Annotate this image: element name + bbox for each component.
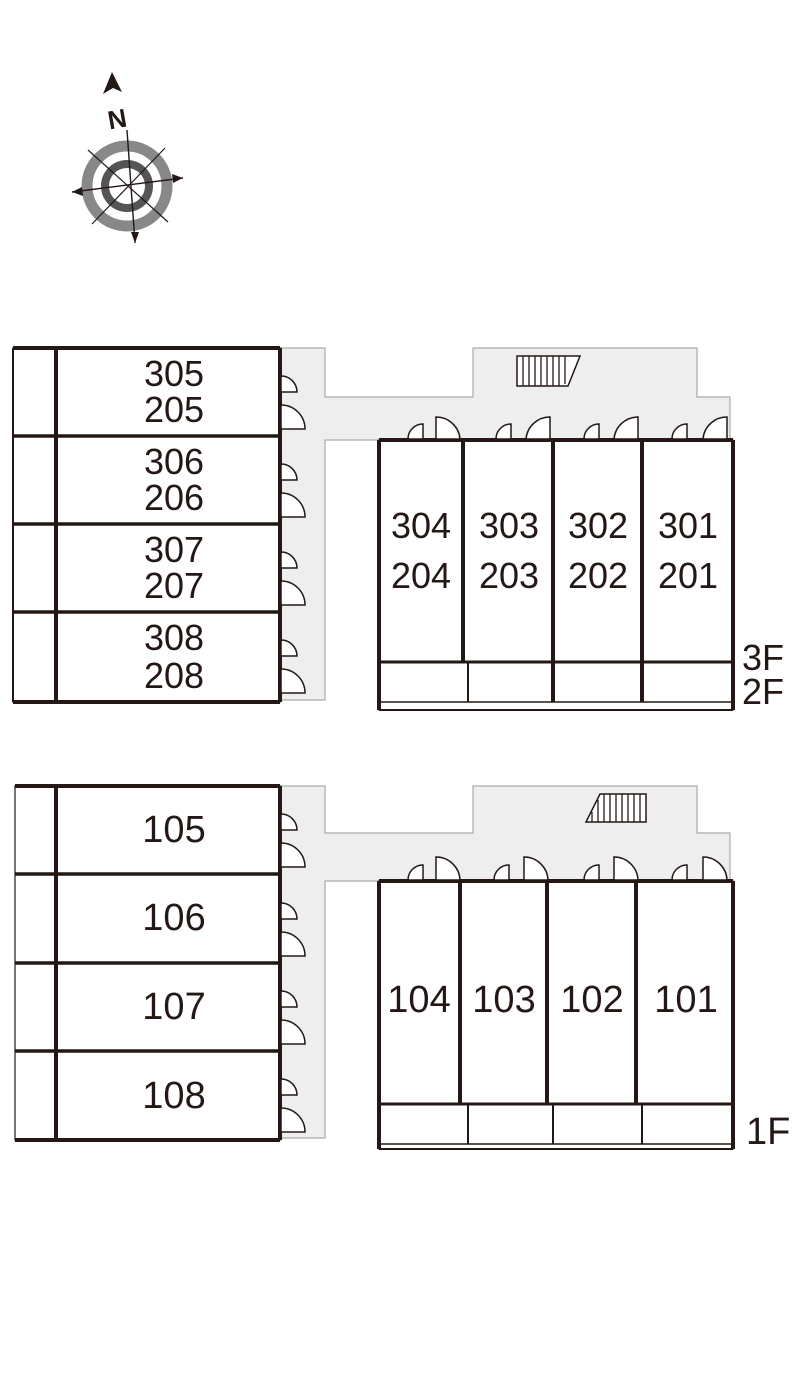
- stairs-icon: [516, 355, 582, 387]
- unit-label: 103: [472, 979, 535, 1021]
- unit-label: 306: [144, 441, 204, 482]
- floor-label-1f: 1F: [746, 1111, 790, 1153]
- unit-label: 108: [142, 1075, 205, 1117]
- unit-label: 304: [391, 505, 451, 546]
- unit-label: 106: [142, 897, 205, 939]
- unit-label: 303: [479, 505, 539, 546]
- ground-right-wing: [377, 879, 735, 1150]
- unit-label: 208: [144, 655, 204, 696]
- upper-right-doors: [407, 416, 728, 440]
- unit-label: 307: [144, 529, 204, 570]
- ground-floor-plan: 105 106 107 108 104: [14, 784, 790, 1153]
- upper-left-doors: [280, 375, 306, 694]
- upper-left-wing: [12, 346, 282, 704]
- unit-label: 105: [142, 809, 205, 851]
- unit-label: 305: [144, 353, 204, 394]
- unit-label: 107: [142, 986, 205, 1028]
- unit-label: 301: [658, 505, 718, 546]
- upper-left-unit-labels: 305 205 306 206 307 207 308 208: [144, 353, 204, 696]
- ground-right-doors: [407, 856, 728, 881]
- unit-label: 104: [387, 979, 450, 1021]
- unit-label: 308: [144, 617, 204, 658]
- ground-left-wing: [14, 784, 282, 1142]
- ground-left-unit-labels: 105 106 107 108: [142, 809, 205, 1117]
- unit-label: 202: [568, 555, 628, 596]
- ground-right-unit-labels: 104 103 102 101: [387, 979, 717, 1021]
- unit-label: 101: [654, 979, 717, 1021]
- unit-label: 206: [144, 477, 204, 518]
- unit-label: 302: [568, 505, 628, 546]
- unit-label: 203: [479, 555, 539, 596]
- unit-label: 204: [391, 555, 451, 596]
- floor-label-2f: 2F: [742, 671, 784, 712]
- ground-left-doors: [280, 813, 306, 1133]
- stairs-icon: [584, 793, 647, 823]
- unit-label: 201: [658, 555, 718, 596]
- upper-floors-plan: 305 205 306 206 307 207 308 208: [12, 346, 784, 712]
- upper-right-unit-labels: 304 204 303 203 302 202 301 201: [391, 505, 718, 596]
- unit-label: 207: [144, 565, 204, 606]
- unit-label: 102: [560, 979, 623, 1021]
- unit-label: 205: [144, 389, 204, 430]
- floor-label-3f: 3F: [742, 637, 784, 678]
- compass-icon: N: [71, 72, 184, 244]
- upper-right-wing: [377, 438, 735, 711]
- compass-north-label: N: [105, 103, 129, 136]
